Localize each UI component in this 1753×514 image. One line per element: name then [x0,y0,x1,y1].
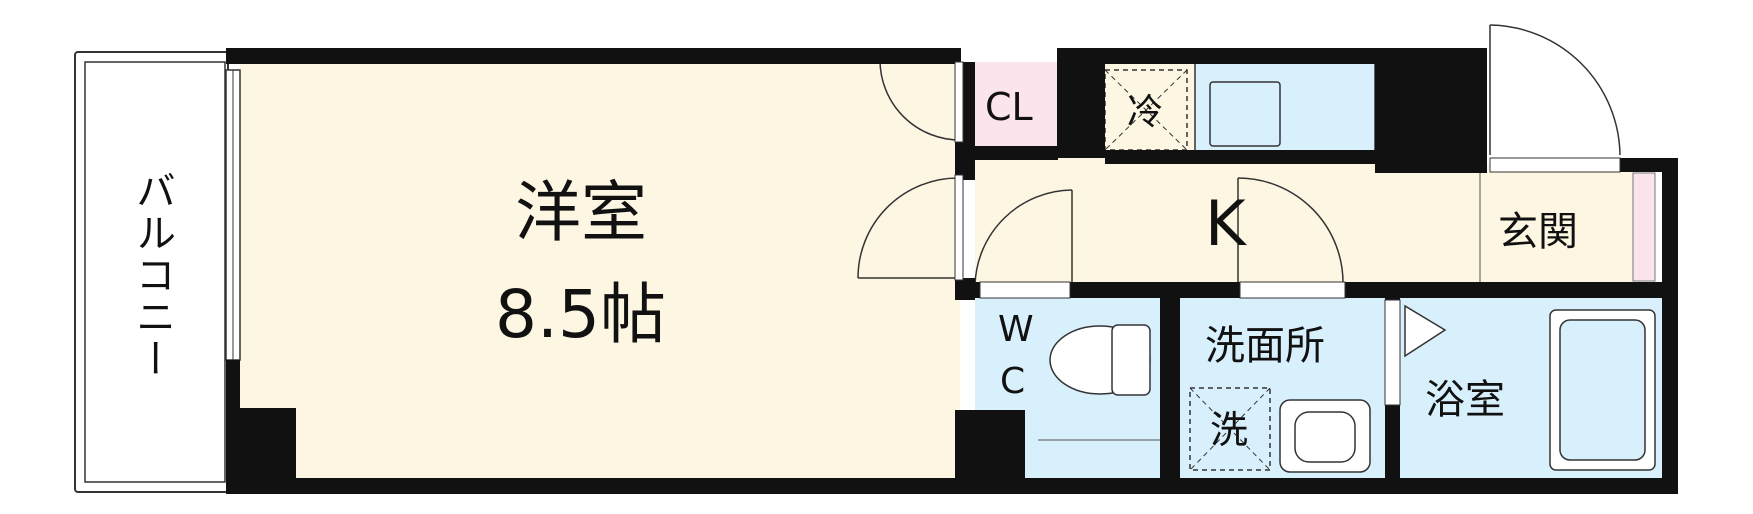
toilet-door-swing [974,189,1073,286]
washroom-label: 洗面所 [1205,323,1325,369]
entrance-floor [1375,165,1633,282]
wall-right [1662,158,1678,494]
washer-cross-2 [1189,387,1271,471]
toilet-label-c: C [1000,361,1026,402]
western-room-floor [240,62,960,478]
balcony-rail [84,61,226,483]
bathroom-label: 浴室 [1425,377,1505,423]
wall-toilet-east [1160,298,1180,494]
western-room-label: 洋室 [515,174,647,251]
fridge-cross-2 [1104,69,1188,151]
kitchen-label: K [1205,187,1246,260]
toilet-door-gap [979,281,1071,299]
washer-label: 洗 [1210,408,1249,452]
wall-kitchen-west-lower [955,278,975,300]
western-door-swing [879,59,961,141]
entrance-label: 玄関 [1498,209,1578,255]
toilet-label-w: W [998,309,1034,350]
wall-toilet-west [955,410,1025,494]
wall-top-left [226,48,961,64]
washroom-door-swing [1237,177,1344,286]
wall-closet-bottom [958,146,1058,160]
bathtub-inner [1559,319,1646,461]
wall-kitchen-mid-top [1105,150,1375,164]
toilet-tank [1111,324,1151,396]
entrance-door-swing [1489,24,1621,156]
wall-closet-kitchen [1057,48,1105,158]
wall-bottom [226,478,1678,494]
bathroom-door-gap [1384,299,1401,406]
wash-basin-inner [1294,411,1356,463]
closet-label: CL [985,85,1033,129]
washer-space [1189,387,1271,471]
balcony-label: バルコニー [129,170,175,380]
kitchen-door-gap [954,174,964,281]
bathroom-door-arrow [1404,304,1447,358]
sink [1209,81,1281,147]
entrance-door-gap [1489,157,1621,173]
wash-basin [1279,399,1371,473]
entrance-shoe-box [1632,172,1656,282]
washroom-door-gap [1239,281,1346,299]
wall-corner-block [226,408,296,494]
kitchen-door-swing [857,177,959,279]
western-door-gap [954,61,964,143]
wall-kitchen-right [1375,48,1487,173]
closet-floor [975,62,1057,146]
western-room-size-label: 8.5帖 [495,276,666,353]
fridge-label: 冷 [1127,92,1164,133]
